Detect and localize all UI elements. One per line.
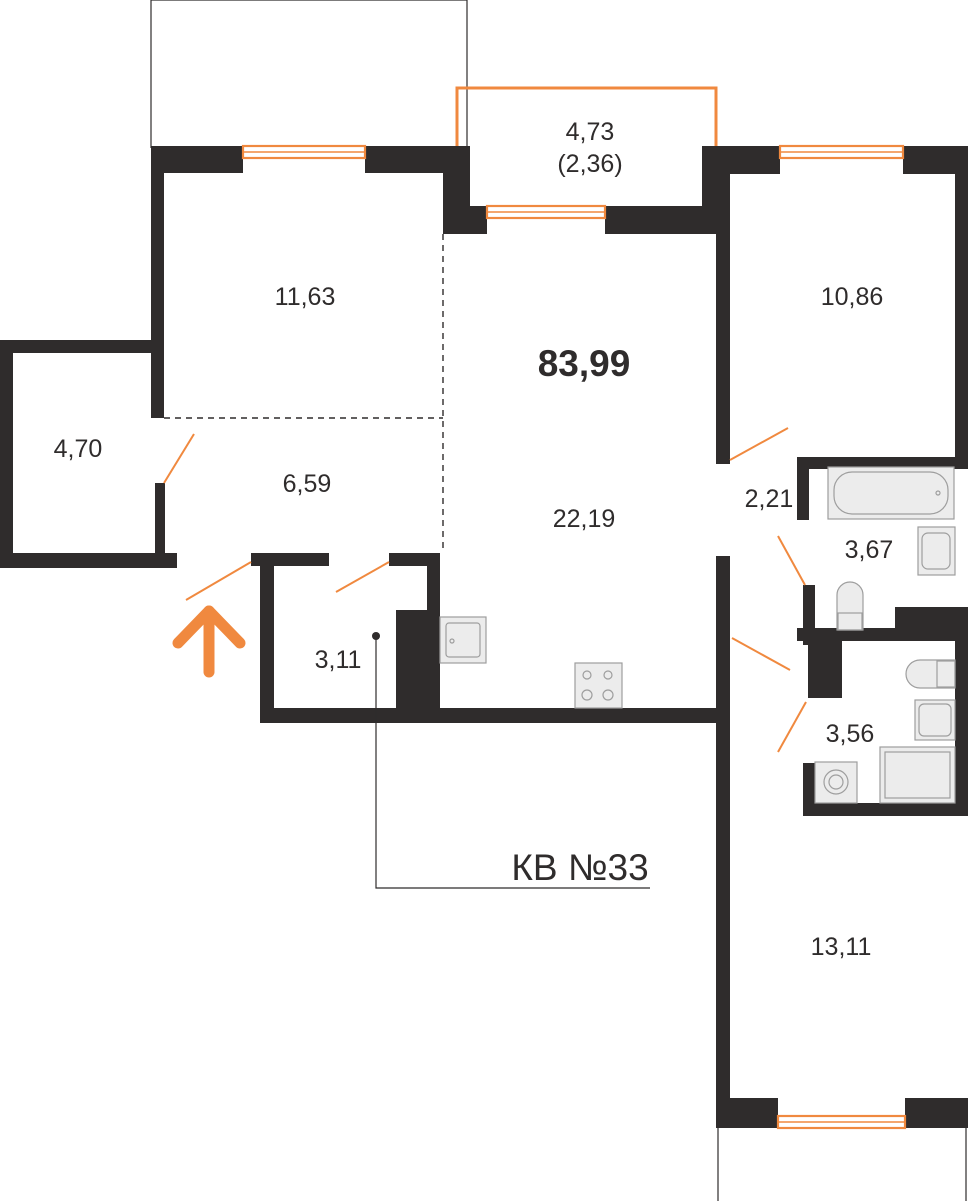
area-bedroom-bottom-right: 13,11 xyxy=(811,933,872,961)
bathtub xyxy=(827,466,955,520)
washing-machine xyxy=(814,761,858,804)
balcony-outline xyxy=(455,86,718,148)
windows xyxy=(241,144,907,1130)
shower-tray xyxy=(879,746,956,804)
lower-balcony-outline xyxy=(717,1128,967,1201)
area-bedroom-top-right: 10,86 xyxy=(821,283,884,311)
area-wardrobe: 3,11 xyxy=(315,646,362,674)
area-corridor: 2,21 xyxy=(745,485,794,513)
washbasin-lower xyxy=(914,699,956,741)
area-bathroom-lower: 3,56 xyxy=(826,720,875,748)
arrow-up-icon xyxy=(172,605,246,678)
lower-bathroom-fixtures xyxy=(814,659,956,804)
apartment-number: КВ №33 xyxy=(511,847,648,888)
area-hall: 6,59 xyxy=(283,470,332,498)
total-area: 83,99 xyxy=(538,343,631,384)
walls xyxy=(0,146,968,1128)
upper-balcony-outline xyxy=(150,0,468,148)
area-balcony: 4,73 xyxy=(566,118,615,146)
kitchen-fixtures xyxy=(439,616,623,709)
stove xyxy=(574,662,623,709)
apartment-label-pointer xyxy=(372,632,650,889)
area-bathroom-upper: 3,67 xyxy=(845,536,894,564)
toilet-lower xyxy=(905,659,956,689)
zone-dividers xyxy=(164,234,444,553)
area-living-kitchen: 22,19 xyxy=(553,505,616,533)
toilet-upper xyxy=(836,581,864,631)
area-bedroom-top-left: 11,63 xyxy=(275,283,336,311)
doors xyxy=(163,427,807,753)
area-storage-left: 4,70 xyxy=(54,435,103,463)
kitchen-sink xyxy=(439,616,487,664)
upper-bathroom-fixtures xyxy=(827,466,956,631)
area-balcony-secondary: (2,36) xyxy=(557,150,622,178)
